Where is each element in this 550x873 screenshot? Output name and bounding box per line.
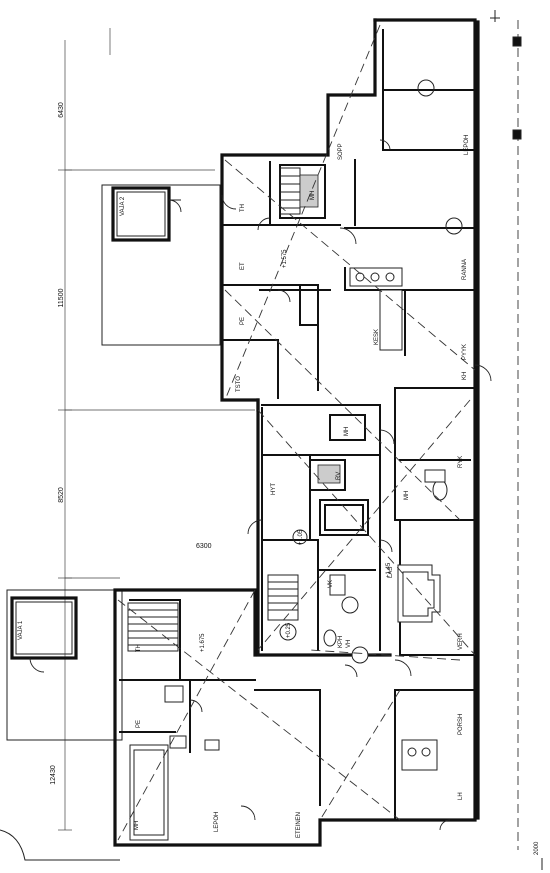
room-label-ranna: RANNA (462, 259, 468, 280)
level-marks: +1.675 +1.575 +1.05 +0.25 +1.45 (200, 249, 392, 652)
room-label-rv: RV (336, 472, 342, 480)
vaja-2 (101, 184, 221, 346)
room-label-lh: LH (458, 792, 464, 800)
dashed-lines (117, 24, 476, 841)
room-label-mh3: MH (404, 491, 410, 500)
room-label-pe-bottom: PE (136, 720, 142, 728)
level-mark-2: +1.575 (282, 249, 288, 268)
toilet (432, 479, 448, 501)
grid-marks (490, 10, 522, 850)
level-mark-1: +1.675 (200, 633, 206, 652)
room-label-pyyk: PYYK (462, 344, 468, 360)
room-label-ryk: RYK (458, 456, 464, 468)
vaja-1 (0, 589, 123, 861)
door-swings (189, 139, 492, 831)
room-label-mh: MH (310, 191, 316, 200)
level-mark-3: +1.05 (298, 529, 304, 545)
room-label-sopp: SOPP (338, 143, 344, 160)
room-label-vaja2: VAJA 2 (120, 196, 126, 216)
room-label-kph: KPH (338, 636, 344, 648)
fixtures (129, 79, 463, 841)
room-label-th: TH (240, 204, 246, 212)
room-label-pe-top: PE (240, 317, 246, 325)
dimension-12430: 12430 (50, 765, 57, 785)
room-label-tsto: TSTO (236, 376, 242, 392)
room-label-vaja1: VAJA 1 (18, 620, 24, 640)
dimension-6430: 6430 (58, 102, 65, 118)
interior-walls-bottom (119, 599, 476, 821)
room-label-verh: VERH (458, 633, 464, 650)
room-label-vh: VH (346, 640, 352, 648)
dimension-11500: 11500 (58, 288, 65, 307)
room-label-eteinen: ETEINEN (296, 812, 302, 838)
room-label-las: LAS (388, 567, 394, 578)
room-label-kh: KH (462, 372, 468, 380)
interior-walls-top (221, 159, 356, 399)
room-labels: LEPOH SOPP TH MH ET RANNA PE KESK PYYK T… (134, 135, 470, 838)
room-label-kesk: KESK (374, 329, 380, 345)
dimension-lines (58, 28, 255, 831)
room-label-porsh: PORSH (458, 714, 464, 735)
outer-walls (113, 18, 480, 847)
level-mark-5: +1.45 (386, 562, 392, 578)
dimension-8520: 8520 (58, 487, 65, 503)
room-label-lepo-bottom: LEPOH (214, 812, 220, 832)
room-label-th2: TH (136, 644, 142, 652)
bottom-mark: 2000 (534, 841, 540, 855)
interior-walls-middle (261, 404, 476, 656)
room-label-vk: VK (328, 580, 334, 588)
dimension-6300: 6300 (196, 543, 212, 550)
level-mark-4: +0.25 (286, 622, 292, 638)
room-label-et: ET (240, 262, 246, 270)
room-label-mh2: MH (344, 427, 350, 436)
room-label-lepo-top: LEPOH (464, 135, 470, 155)
room-label-hyt: HYT (271, 483, 277, 495)
room-label-mh-bottom: MH (134, 821, 140, 830)
